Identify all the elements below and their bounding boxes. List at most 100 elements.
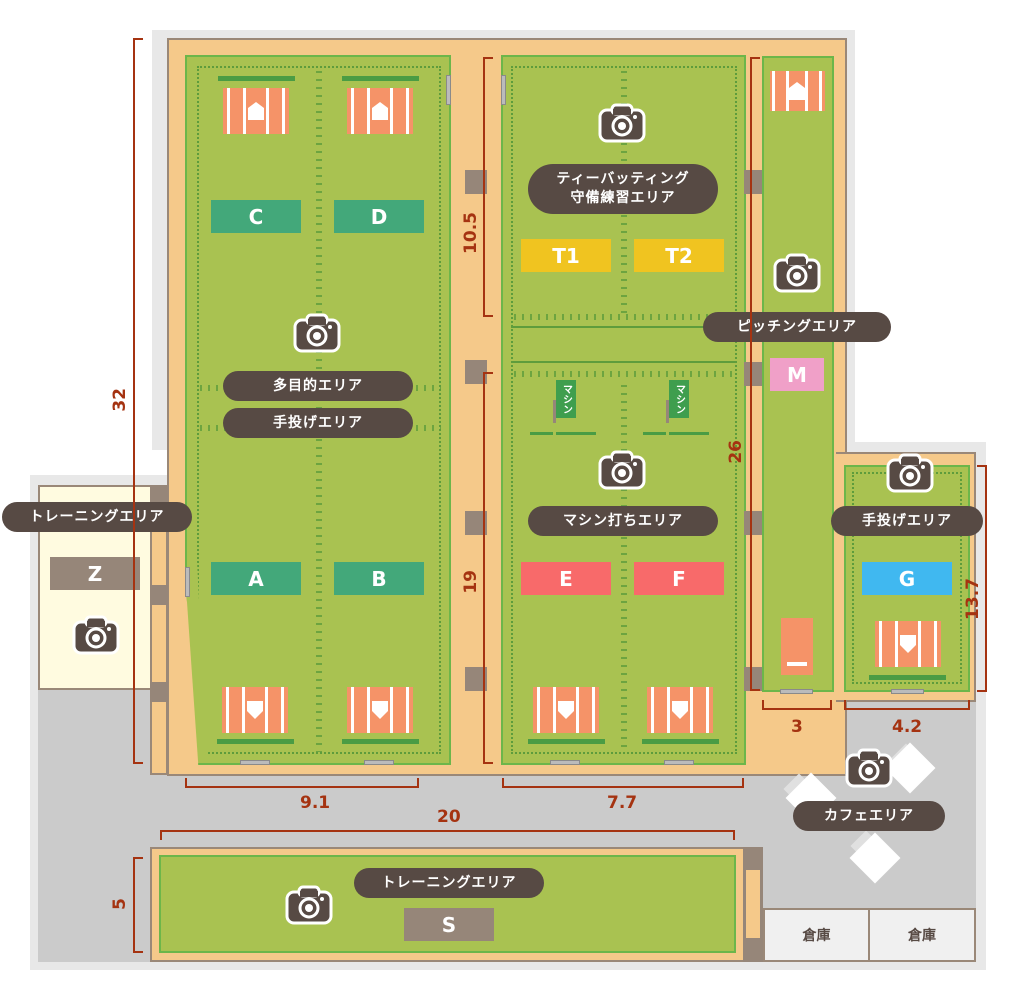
dimension-training-width: 20	[437, 807, 461, 827]
door[interactable]	[780, 689, 813, 694]
camera-icon[interactable]	[293, 313, 341, 353]
dimension-bracket	[483, 57, 493, 317]
camera-icon[interactable]	[886, 453, 934, 493]
dimension-training-height: 5	[110, 898, 130, 910]
dimension-bracket	[483, 372, 493, 764]
training-area-label-bottom: トレーニングエリア	[354, 868, 544, 898]
door[interactable]	[446, 75, 451, 105]
divider-net	[511, 371, 737, 377]
dimension-bracket	[133, 857, 143, 953]
fence-bar	[342, 739, 419, 744]
court-f[interactable]: F	[634, 562, 724, 595]
tee-batting-label-line2: 守備練習エリア	[570, 190, 676, 206]
dimension-bracket	[844, 700, 970, 710]
storage-room: 倉庫	[763, 908, 870, 962]
pitching-area-label: ピッチングエリア	[703, 312, 891, 342]
divider-net	[511, 314, 737, 320]
home-plate-icon	[248, 102, 264, 120]
court-d[interactable]: D	[334, 200, 424, 233]
court-b[interactable]: B	[334, 562, 424, 595]
door[interactable]	[240, 760, 270, 765]
dimension-pitching-length: 26	[726, 440, 746, 464]
court-g[interactable]: G	[862, 562, 952, 595]
pillar	[465, 511, 487, 535]
camera-icon[interactable]	[72, 615, 120, 655]
camera-icon[interactable]	[845, 748, 893, 788]
court-m[interactable]: M	[770, 358, 824, 391]
cafe-area-label: カフェエリア	[793, 801, 945, 831]
dimension-bracket	[133, 38, 143, 764]
machine-sign: マシン	[669, 380, 689, 418]
court-a[interactable]: A	[211, 562, 301, 595]
net-line	[511, 326, 737, 328]
pillar	[465, 170, 487, 194]
batting-cage	[647, 687, 713, 733]
dimension-bracket	[750, 57, 760, 691]
dimension-total-length: 32	[110, 388, 130, 412]
fence-bar	[642, 739, 719, 744]
dimension-machine-length: 19	[461, 570, 481, 594]
dimension-tee-length: 10.5	[461, 212, 481, 254]
door[interactable]	[364, 760, 394, 765]
home-plate-icon	[372, 102, 388, 120]
dimension-bracket	[185, 778, 419, 788]
dimension-bracket	[977, 465, 987, 692]
pillar	[744, 511, 762, 535]
door[interactable]	[501, 75, 506, 105]
court-z[interactable]: Z	[50, 557, 140, 590]
pillar	[465, 360, 487, 384]
pillar	[465, 667, 487, 691]
court-t1[interactable]: T1	[521, 239, 611, 272]
home-plate-icon	[789, 82, 805, 100]
field-boundary	[511, 66, 737, 754]
dimension-right-length: 13.7	[963, 578, 983, 620]
fence-bar	[342, 76, 419, 81]
machine-sign: マシン	[556, 380, 576, 418]
door[interactable]	[664, 760, 694, 765]
machine-line	[669, 432, 709, 435]
batting-cage	[770, 71, 825, 111]
camera-icon[interactable]	[598, 103, 646, 143]
pillar	[150, 485, 168, 503]
door[interactable]	[185, 567, 190, 597]
tee-batting-area-label: ティーバッティング 守備練習エリア	[528, 164, 718, 214]
home-plate-icon	[372, 701, 388, 719]
home-plate-icon	[247, 701, 263, 719]
court-c[interactable]: C	[211, 200, 301, 233]
machine-post	[553, 400, 556, 423]
hand-toss-area-label-left: 手投げエリア	[223, 408, 413, 438]
machine-post	[666, 400, 669, 423]
door[interactable]	[550, 760, 580, 765]
fence-bar	[528, 739, 605, 744]
machine-line	[556, 432, 596, 435]
dimension-bracket	[160, 830, 735, 840]
batting-cage	[533, 687, 599, 733]
dimension-middle-width: 7.7	[607, 793, 638, 813]
court-t2[interactable]: T2	[634, 239, 724, 272]
batting-cage	[347, 88, 413, 134]
dimension-pitching-width: 3	[791, 717, 803, 737]
home-plate-icon	[558, 701, 574, 719]
dimension-left-width: 9.1	[300, 793, 331, 813]
pillar	[744, 362, 762, 386]
camera-icon[interactable]	[598, 450, 646, 490]
batting-cage	[222, 687, 288, 733]
court-e[interactable]: E	[521, 562, 611, 595]
pillar	[744, 170, 762, 194]
machine-line	[530, 432, 553, 435]
camera-icon[interactable]	[773, 253, 821, 293]
wall-window	[746, 870, 760, 938]
pitching-mound	[781, 618, 813, 675]
fence-bar	[869, 675, 946, 680]
tee-batting-label-line1: ティーバッティング	[556, 171, 690, 188]
fence-bar	[218, 76, 295, 81]
batting-cage	[223, 88, 289, 134]
home-plate-icon	[672, 701, 688, 719]
machine-batting-area-label: マシン打ちエリア	[528, 506, 718, 536]
fence-bar	[217, 739, 294, 744]
multipurpose-area-label: 多目的エリア	[223, 371, 413, 401]
door[interactable]	[891, 689, 924, 694]
net-line	[511, 361, 737, 363]
court-s[interactable]: S	[404, 908, 494, 941]
camera-icon[interactable]	[285, 885, 333, 925]
